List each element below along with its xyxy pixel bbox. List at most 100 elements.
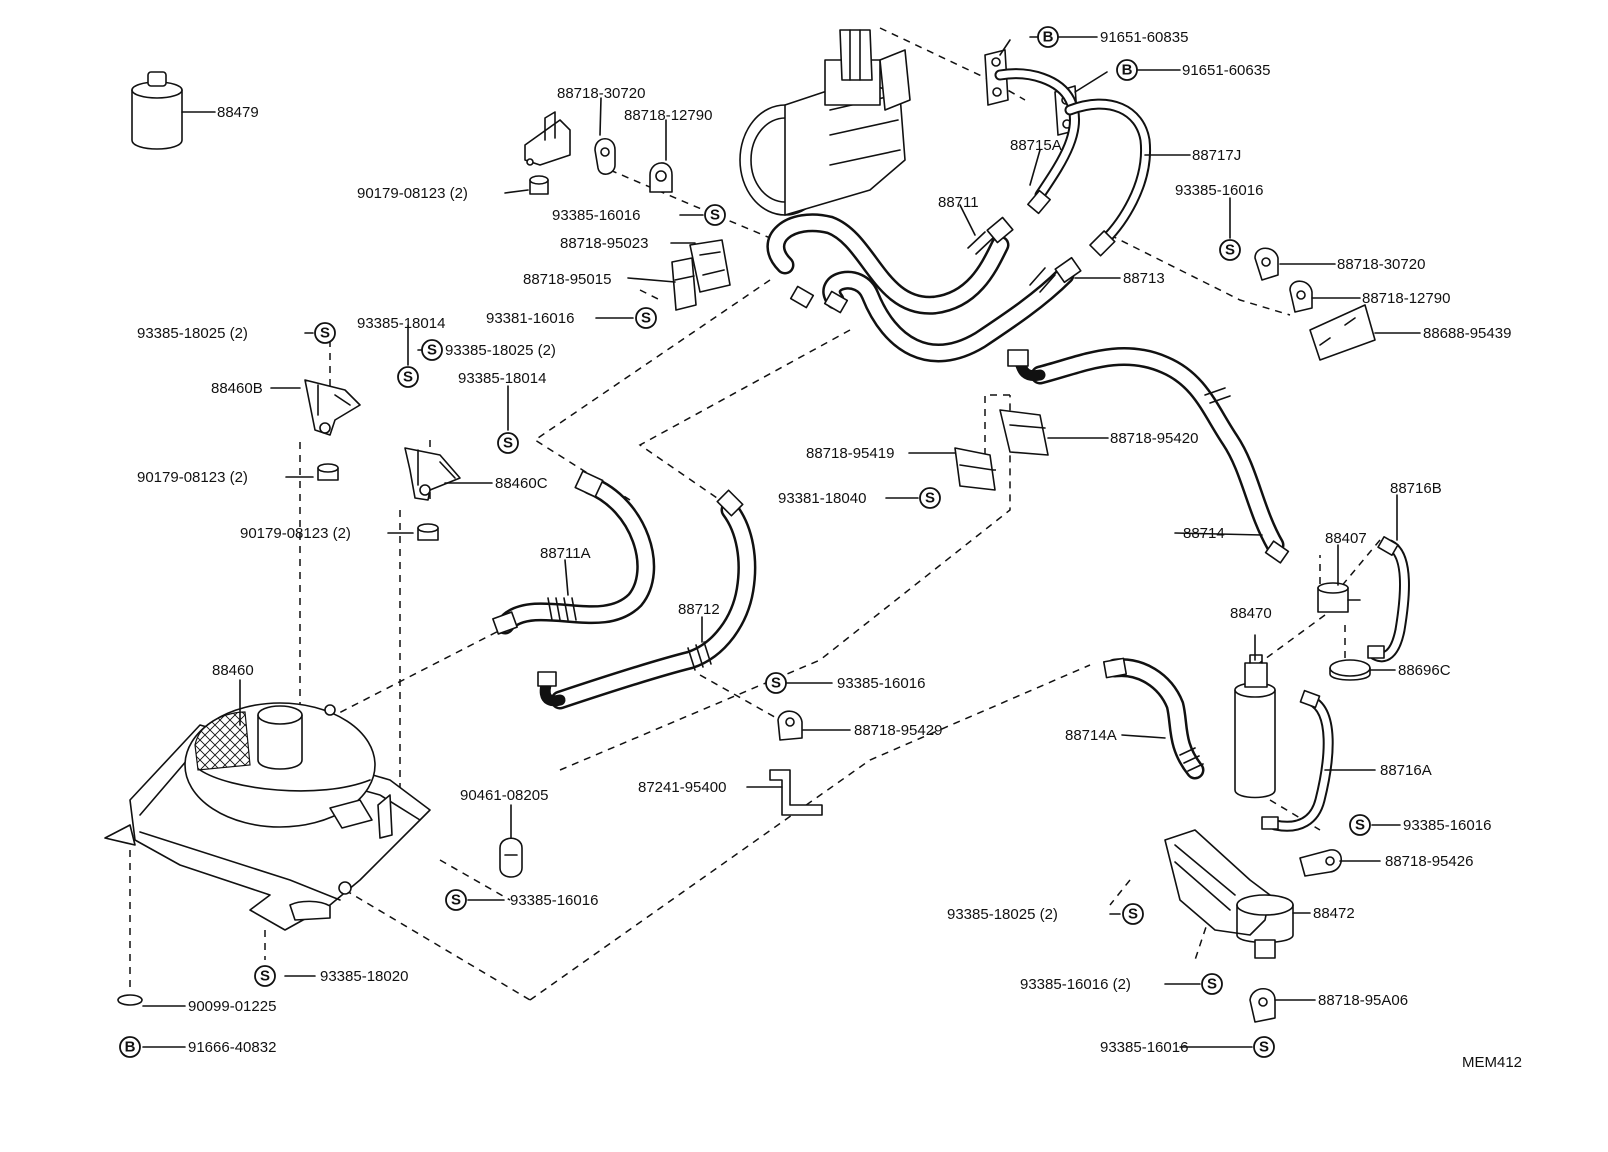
label-93385-16016-a: 93385-16016	[552, 207, 640, 224]
label-93381-18040: 93381-18040	[778, 490, 866, 507]
badge-s-93385-18014-b: S	[497, 432, 519, 454]
label-88460C: 88460C	[495, 475, 548, 492]
label-88711A: 88711A	[540, 545, 591, 562]
label-88714: 88714	[1183, 525, 1225, 542]
pipe-88716B	[1367, 536, 1410, 663]
svg-text:S: S	[641, 310, 651, 327]
label-88718-95A06: 88718-95A06	[1318, 992, 1408, 1009]
svg-text:S: S	[771, 675, 781, 692]
label-88718-30720-right: 88718-30720	[1337, 256, 1425, 273]
clamp-88718-95A06	[1249, 987, 1276, 1023]
label-91651-60635: 91651-60635	[1182, 62, 1270, 79]
badge-s-93381-18040: S	[919, 487, 941, 509]
nut-90179-08123-low	[417, 523, 439, 541]
svg-text:S: S	[403, 369, 413, 386]
label-93385-16016-e: 93385-16016	[1403, 817, 1491, 834]
badge-b-91651-60635: B	[1116, 59, 1138, 81]
bracket-88718-30720-upper	[524, 111, 616, 175]
label-93385-16016-c: 93385-16016	[837, 675, 925, 692]
svg-text:S: S	[503, 435, 513, 452]
label-93385-18025-c: 93385-18025 (2)	[947, 906, 1058, 923]
svg-text:S: S	[1207, 976, 1217, 993]
label-88717J: 88717J	[1192, 147, 1241, 164]
badge-s-93385-16016-g: S	[1253, 1036, 1275, 1058]
label-88718-12790-right: 88718-12790	[1362, 290, 1450, 307]
label-91666-40832: 91666-40832	[188, 1039, 276, 1056]
condenser-fan-88460	[104, 702, 431, 931]
figure-code: MEM412	[1462, 1054, 1522, 1071]
badge-s-93385-18020: S	[254, 965, 276, 987]
badge-s-93385-18025-a: S	[314, 322, 336, 344]
clamp-88718-95429	[777, 710, 803, 741]
clamp-88718-95023	[689, 239, 731, 293]
badge-b-91666-40832: B	[119, 1036, 141, 1058]
clamp-88718-30720-right	[1254, 247, 1279, 281]
pressure-switch-88407	[1317, 582, 1361, 613]
label-88472: 88472	[1313, 905, 1355, 922]
label-88718-95426: 88718-95426	[1385, 853, 1473, 870]
label-90179-08123-low: 90179-08123 (2)	[240, 525, 351, 542]
label-88718-30720-upper: 88718-30720	[557, 85, 645, 102]
pipe-88715A	[994, 68, 1080, 215]
hose-88711	[766, 213, 1014, 315]
label-88718-95419: 88718-95419	[806, 445, 894, 462]
badge-s-93385-16016-d: S	[445, 889, 467, 911]
badge-s-93385-16016-f: S	[1201, 973, 1223, 995]
label-88688-95439: 88688-95439	[1423, 325, 1511, 342]
label-90099-01225: 90099-01225	[188, 998, 276, 1015]
label-88718-95023: 88718-95023	[560, 235, 648, 252]
receiver-88479	[131, 71, 216, 150]
label-88713: 88713	[1123, 270, 1165, 287]
label-88715A: 88715A	[1010, 137, 1062, 154]
badge-s-93385-16016-a: S	[704, 204, 726, 226]
label-93381-16016: 93381-16016	[486, 310, 574, 327]
label-88696C: 88696C	[1398, 662, 1451, 679]
label-90461-08205: 90461-08205	[460, 787, 548, 804]
badge-s-93385-16016-e: S	[1349, 814, 1371, 836]
hose-88713	[789, 256, 1082, 363]
clip-90461-08205	[499, 837, 523, 878]
assembly-lines	[129, 27, 1381, 1001]
badge-b-91651-60835: B	[1037, 26, 1059, 48]
label-93385-16016-f: 93385-16016 (2)	[1020, 976, 1131, 993]
label-88716B: 88716B	[1390, 480, 1442, 497]
label-93385-18020: 93385-18020	[320, 968, 408, 985]
label-88712: 88712	[678, 601, 720, 618]
badge-s-93385-18014-a: S	[397, 366, 419, 388]
label-91651-60835: 91651-60835	[1100, 29, 1188, 46]
clamp-88718-95015	[671, 257, 697, 311]
label-88716A: 88716A	[1380, 762, 1432, 779]
svg-text:S: S	[1128, 906, 1138, 923]
label-88460: 88460	[212, 662, 254, 679]
svg-text:B: B	[1043, 29, 1054, 46]
bracket-88460C	[404, 447, 461, 501]
svg-text:S: S	[320, 325, 330, 342]
svg-text:S: S	[451, 892, 461, 909]
svg-text:S: S	[427, 342, 437, 359]
badge-s-93385-18025-c: S	[1122, 903, 1144, 925]
svg-text:S: S	[1225, 242, 1235, 259]
svg-text:S: S	[260, 968, 270, 985]
nut-90179-08123-mid	[317, 463, 339, 481]
bracket-88472	[1164, 829, 1294, 959]
clamp-88718-95419	[954, 447, 996, 491]
clamp-88718-95420	[999, 409, 1049, 456]
svg-text:S: S	[1259, 1039, 1269, 1056]
clamp-88718-95426	[1299, 849, 1343, 877]
label-88718-12790-upper: 88718-12790	[624, 107, 712, 124]
hose-88712	[537, 489, 757, 710]
bracket-87241-95400	[769, 769, 823, 816]
receiver-drier-88470	[1234, 654, 1276, 799]
bracket-88688-95439	[1309, 304, 1376, 361]
label-88479: 88479	[217, 104, 259, 121]
label-87241-95400: 87241-95400	[638, 779, 726, 796]
label-93385-16016-b: 93385-16016	[1175, 182, 1263, 199]
badge-s-93385-16016-b: S	[1219, 239, 1241, 261]
label-88460B: 88460B	[211, 380, 263, 397]
compressor	[739, 29, 911, 216]
label-88718-95420: 88718-95420	[1110, 430, 1198, 447]
part-labels: 88479 88718-30720 88718-12790 90179-0812…	[137, 29, 1522, 1071]
pipe-88717J	[1064, 98, 1152, 257]
label-88711: 88711	[938, 194, 979, 211]
nut-90179-08123-top	[529, 175, 549, 195]
